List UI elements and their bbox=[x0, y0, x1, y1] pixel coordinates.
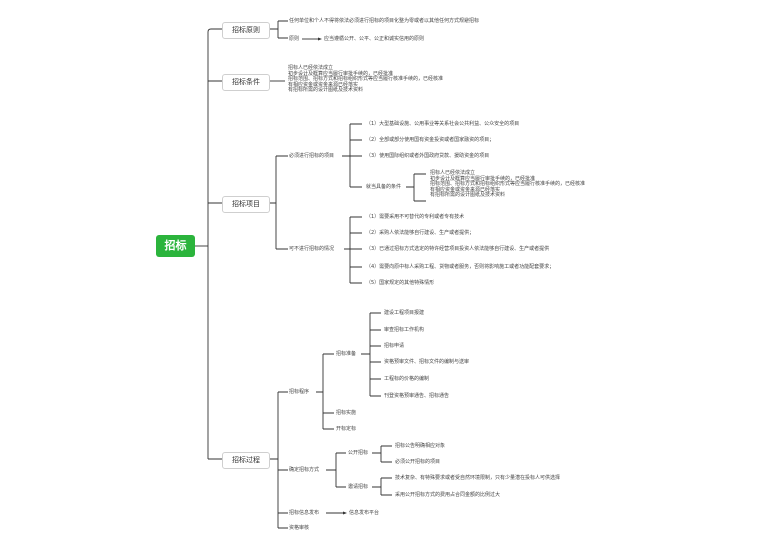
must-item[interactable]: （1）大型基础设施、公用事业等关系社会公共利益、公众安全的项目 bbox=[366, 121, 520, 127]
principle-rule-text[interactable]: 任何单位和个人不得将依法必须进行招标的项目化整为零或者以其他任何方式规避招标 bbox=[289, 18, 480, 24]
condition-item: 有相应资金或资金来源已经落实 bbox=[288, 81, 359, 88]
no-tender-item[interactable]: （2）采购人依法能够自行建设、生产或者提供； bbox=[366, 230, 475, 236]
method-label[interactable]: 确定招标方式 bbox=[289, 467, 320, 473]
invited-tender-item[interactable]: 采用公开招标方式的费用占合同金额的比例过大 bbox=[395, 492, 501, 498]
conditions-required-list[interactable]: 招标人已经依法成立 初步设计及概算应当履行审批手续的，已经批准 招标范围、招标方… bbox=[430, 170, 586, 199]
no-tender-item[interactable]: （1）需要采用不可替代的专利或者专有技术 bbox=[366, 214, 465, 220]
conditions-required-label[interactable]: 就当具备的条件 bbox=[366, 184, 402, 190]
required-item: 有相应资金或资金来源已经落实 bbox=[430, 186, 501, 193]
condition-item: 招标范围、招标方式和招标组织形式等应当履行核准手续的，已经核准 bbox=[288, 76, 444, 83]
invited-tender-item[interactable]: 技术复杂、有特殊要求或者受自然环境限制，只有少量潜在投标人可供选择 bbox=[395, 475, 561, 481]
principle-label[interactable]: 原则 bbox=[289, 36, 300, 42]
must-item[interactable]: （3）使用国际组织或者外国政府贷款、援助资金的项目 bbox=[366, 153, 490, 159]
must-item[interactable]: （2）全部或部分使用国有资金投资或者国家融资的项目； bbox=[366, 137, 495, 143]
required-item: 有招标所需的设计图纸及技术资料 bbox=[430, 192, 506, 199]
root-node[interactable]: 招标 bbox=[156, 235, 195, 257]
qualification-review-label[interactable]: 资格审核 bbox=[289, 525, 310, 531]
required-item: 初步设计及概算应当履行审批手续的，已经批准 bbox=[430, 175, 536, 182]
no-tender-label[interactable]: 可不进行招标的情况 bbox=[289, 246, 335, 252]
public-tender-label[interactable]: 公开招标 bbox=[348, 450, 369, 456]
publish-label[interactable]: 招标信息发布 bbox=[289, 510, 320, 516]
public-tender-item[interactable]: 必须公开招标的项目 bbox=[395, 459, 441, 465]
required-item: 招标人已经依法成立 bbox=[430, 170, 476, 176]
branch-principle[interactable]: 招标原则 bbox=[222, 22, 270, 39]
no-tender-item[interactable]: （3）已通过招标方式选定的特许经营项目投资人依法能够自行建设、生产或者提供 bbox=[366, 246, 550, 252]
implementation-label[interactable]: 招标实施 bbox=[336, 410, 357, 416]
prep-item[interactable]: 审查招标工作机构 bbox=[384, 327, 425, 333]
branch-conditions[interactable]: 招标条件 bbox=[222, 74, 270, 91]
prep-item[interactable]: 建设工程项目报建 bbox=[384, 310, 425, 316]
prep-item[interactable]: 资格预审文件、招标文件的编制与送审 bbox=[384, 359, 470, 365]
branch-process[interactable]: 招标过程 bbox=[222, 452, 270, 469]
condition-item: 有招标所需的设计图纸及技术资料 bbox=[288, 87, 364, 94]
no-tender-item[interactable]: （5）国家规定的其他特殊情形 bbox=[366, 280, 435, 286]
conditions-list[interactable]: 招标人已经依法成立 初步设计及概算应当履行审批手续的，已经批准 招标范围、招标方… bbox=[288, 65, 444, 94]
principle-detail[interactable]: 应当遵循公开、公平、公正和诚实信用的原则 bbox=[324, 36, 425, 42]
bid-opening-label[interactable]: 开标定标 bbox=[336, 426, 357, 432]
must-tender-label[interactable]: 必须进行招标的项目 bbox=[289, 153, 335, 159]
required-item: 招标范围、招标方式和招标组织形式等应当履行核准手续的，已经核准 bbox=[430, 181, 586, 188]
invited-tender-label[interactable]: 邀请招标 bbox=[348, 484, 369, 490]
procedure-label[interactable]: 招标程序 bbox=[289, 389, 310, 395]
no-tender-item[interactable]: （4）需要向原中标人采购工程、货物或者服务，否则将影响施工或者功能配套要求； bbox=[366, 264, 555, 270]
preparation-label[interactable]: 招标准备 bbox=[336, 351, 357, 357]
prep-item[interactable]: 招标申请 bbox=[384, 343, 405, 349]
branch-projects[interactable]: 招标项目 bbox=[222, 196, 270, 213]
condition-item: 初步设计及概算应当履行审批手续的，已经批准 bbox=[288, 70, 394, 77]
prep-item[interactable]: 工程标的价格的编制 bbox=[384, 376, 430, 382]
prep-item[interactable]: 刊登资格预审通告、招标通告 bbox=[384, 393, 450, 399]
public-tender-item[interactable]: 招标公告明确相应对象 bbox=[395, 443, 446, 449]
condition-item: 招标人已经依法成立 bbox=[288, 65, 334, 71]
publish-platform[interactable]: 信息发布平台 bbox=[349, 510, 380, 516]
